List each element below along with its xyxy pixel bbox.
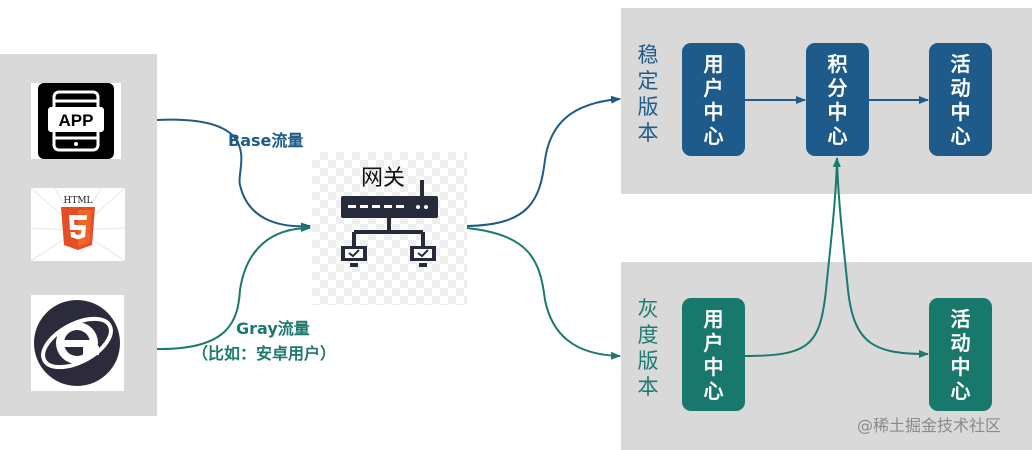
gateway-to-gray-curve	[466, 227, 621, 360]
gray-activity-center: 活动中心	[929, 298, 992, 411]
html5-icon: HTML	[30, 187, 126, 262]
gray-version-label: 灰度版本	[637, 297, 659, 399]
stable-activity-center: 活动中心	[929, 43, 992, 156]
gray-traffic-note: （比如：安卓用户）	[192, 344, 337, 363]
watermark-text: @稀土掘金技术社区	[857, 416, 1002, 435]
base-traffic-label: Base流量	[228, 131, 304, 150]
stable-points-to-gray-activity-curve	[836, 157, 929, 358]
app-client-tile: APP	[31, 83, 121, 159]
html5-icon-label: HTML	[63, 196, 92, 206]
ie-client-tile	[31, 295, 124, 391]
mobile-app-icon: APP	[38, 83, 114, 159]
gateway-to-stable-curve	[466, 95, 621, 227]
browser-ie-icon	[34, 300, 120, 386]
gray-traffic-label: Gray流量	[236, 319, 310, 338]
stable-version-label: 稳定版本	[637, 43, 659, 145]
base-flow-curve	[156, 118, 311, 231]
stable-points-center: 积分中心	[806, 43, 869, 156]
gray-user-to-stable-points-curve	[744, 157, 841, 357]
gray-user-center: 用户中心	[682, 298, 745, 411]
stable-user-center: 用户中心	[682, 43, 745, 156]
app-icon-label: APP	[59, 111, 94, 130]
gateway-title: 网关	[361, 166, 406, 191]
html5-client-tile: HTML	[30, 187, 126, 262]
gray-flow-curve	[156, 224, 311, 351]
